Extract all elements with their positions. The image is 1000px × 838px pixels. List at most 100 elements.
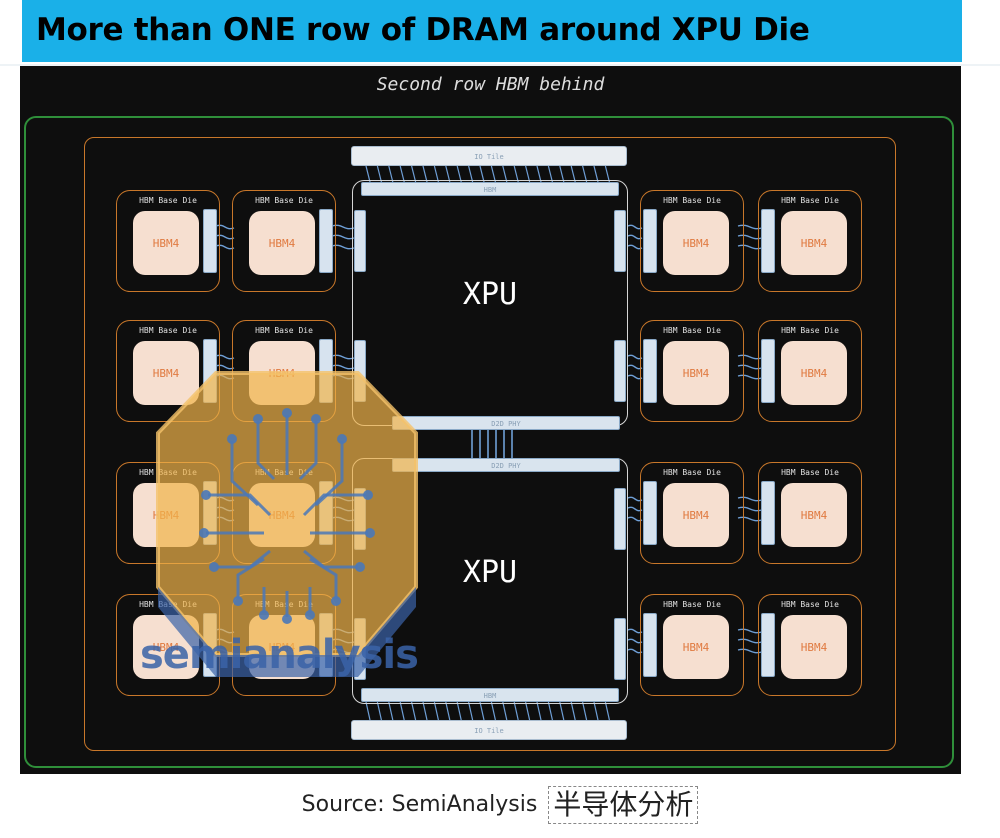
hbm4-stack: HBM4	[133, 211, 199, 275]
hbm4-label: HBM4	[800, 366, 828, 380]
hbm4-stack: HBM4	[133, 483, 199, 547]
hbm4-label: HBM4	[152, 366, 180, 380]
hbm-base-die-label: HBM Base Die	[139, 196, 197, 205]
hbm-phy-pad	[643, 339, 657, 403]
io-bump-wire	[388, 701, 394, 721]
hbm4-label: HBM4	[800, 508, 828, 522]
signal-wire	[331, 354, 355, 360]
io-bump-wire	[513, 165, 519, 183]
io-bump-wire	[604, 165, 610, 183]
io-bump-wire	[433, 701, 439, 721]
signal-wire	[737, 234, 763, 240]
io-bump-wire	[411, 165, 417, 183]
source-prefix: Source: SemiAnalysis	[301, 792, 538, 817]
io-bump-wire	[479, 701, 485, 721]
source-cn-label: 半导体分析	[548, 786, 699, 824]
io-tile-label: IO Tile	[474, 153, 504, 161]
io-bump-wire	[422, 165, 428, 183]
hbm4-label: HBM4	[800, 236, 828, 250]
signal-wire	[331, 224, 355, 230]
hbm-phy-pad	[203, 339, 217, 403]
d2d-phy-bar-bottom: D2D PHY	[392, 458, 620, 472]
hbm4-label: HBM4	[152, 508, 180, 522]
source-line: Source: SemiAnalysis 半导体分析	[0, 786, 1000, 824]
io-bump-wire	[570, 165, 576, 183]
hbm4-label: HBM4	[268, 236, 296, 250]
io-bump-wire	[604, 701, 610, 721]
io-bump-wire	[559, 165, 565, 183]
hbm-phy-pad	[643, 481, 657, 545]
hbm-base-die-label: HBM Base Die	[139, 468, 197, 477]
signal-wire	[737, 374, 763, 380]
signal-wire	[215, 364, 235, 370]
hbm-phy-pad	[203, 481, 217, 545]
watermark-text: semianalysis	[140, 632, 419, 678]
io-bump-wire	[502, 165, 508, 183]
hbm-phy-pad	[319, 209, 333, 273]
hbm4-stack: HBM4	[781, 341, 847, 405]
io-bump-wire	[582, 701, 588, 721]
hbm-phy-pad	[643, 209, 657, 273]
io-bump-wire	[433, 165, 439, 183]
hbm-base-die-label: HBM Base Die	[139, 326, 197, 335]
hbm4-label: HBM4	[682, 236, 710, 250]
hbm-base-die-label: HBM Base Die	[255, 196, 313, 205]
signal-wire	[737, 364, 763, 370]
hbm4-label: HBM4	[800, 640, 828, 654]
hbm-phy-pad	[761, 209, 775, 273]
xpu-hbm-phy-bar: HBM	[361, 182, 619, 196]
xpu-label: XPU	[462, 555, 518, 590]
hbm-base-die-label: HBM Base Die	[255, 468, 313, 477]
hbm-base-die-label: HBM Base Die	[781, 196, 839, 205]
io-bump-wire	[422, 701, 428, 721]
hbm4-stack: HBM4	[663, 483, 729, 547]
io-bump-wire	[525, 165, 531, 183]
io-bump-wire	[411, 701, 417, 721]
io-bump-wire	[593, 701, 599, 721]
signal-wire	[331, 244, 355, 250]
hbm-base-die-label: HBM Base Die	[663, 600, 721, 609]
hbm-base-die-label: HBM Base Die	[255, 600, 313, 609]
xpu-hbm-phy-pad	[614, 340, 626, 402]
package-substrate	[24, 116, 954, 768]
signal-wire	[737, 224, 763, 230]
signal-wire	[737, 496, 763, 502]
hbm-base-die-label: HBM Base Die	[663, 326, 721, 335]
io-bump-wire	[445, 701, 451, 721]
io-bump-wire	[456, 165, 462, 183]
xpu-hbm-phy-pad	[354, 488, 366, 550]
xpu-hbm-phy-pad	[614, 618, 626, 680]
signal-wire	[737, 638, 763, 644]
io-bump-wire	[399, 701, 405, 721]
io-bump-wire	[502, 701, 508, 721]
d2d-phy-label: D2D PHY	[491, 462, 521, 470]
signal-wire	[737, 354, 763, 360]
io-bump-wire	[456, 701, 462, 721]
signal-wire	[737, 628, 763, 634]
io-bump-wire	[388, 165, 394, 183]
hbm4-stack: HBM4	[663, 211, 729, 275]
title-bar: More than ONE row of DRAM around XPU Die	[22, 0, 962, 62]
xpu-hbm-phy-pad	[354, 210, 366, 272]
hbm4-stack: HBM4	[781, 211, 847, 275]
io-bump-wire	[570, 701, 576, 721]
diagram-caption: Second row HBM behind	[376, 74, 605, 95]
io-bump-wire	[376, 165, 382, 183]
hbm4-stack: HBM4	[781, 483, 847, 547]
signal-wire	[737, 244, 763, 250]
io-bump-wire	[536, 165, 542, 183]
signal-wire	[737, 506, 763, 512]
signal-wire	[215, 244, 235, 250]
hbm4-stack: HBM4	[249, 483, 315, 547]
hbm-phy-pad	[319, 339, 333, 403]
io-tile-top: IO Tile	[351, 146, 627, 166]
hbm-base-die-label: HBM Base Die	[663, 196, 721, 205]
